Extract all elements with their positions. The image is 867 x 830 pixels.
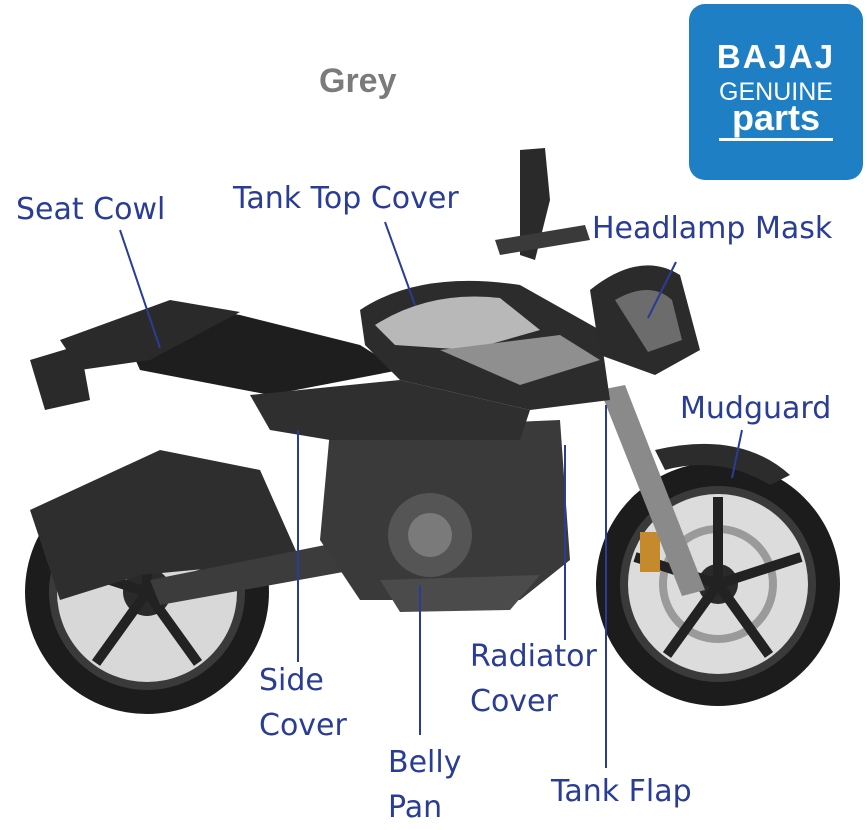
- label-side-cover-line2: Cover: [259, 708, 347, 743]
- color-title: Grey: [319, 62, 397, 100]
- side-panel: [250, 380, 530, 440]
- fuel-tank: [360, 280, 610, 410]
- rear-mudguard: [30, 450, 300, 600]
- label-radiator-cover-line2: Cover: [470, 684, 558, 719]
- label-side-cover-line1: Side: [259, 663, 324, 698]
- label-belly-pan-line1: Belly: [388, 745, 462, 780]
- seat-cowl-body: [60, 300, 240, 370]
- handlebar: [495, 225, 590, 255]
- leader-seat-cowl: [119, 229, 161, 349]
- mirror: [520, 148, 550, 260]
- label-tank-flap: Tank Flap: [551, 774, 692, 809]
- logo-brand-text: BAJAJ: [716, 38, 836, 75]
- front-mudguard: [655, 443, 790, 485]
- logo-parts-text: parts: [731, 97, 821, 138]
- label-belly-pan-line2: Pan: [388, 790, 443, 825]
- label-radiator-cover-line1: Radiator: [470, 639, 597, 674]
- label-mudguard: Mudguard: [680, 391, 832, 426]
- bajaj-genuine-parts-logo: BAJAJ GENUINE parts: [689, 4, 863, 180]
- leader-headlamp-mask: [647, 261, 677, 319]
- leader-tank-top-cover: [384, 221, 416, 306]
- logo-genuine-text: GENUINE: [719, 78, 833, 106]
- label-tank-top-cover: Tank Top Cover: [233, 181, 459, 216]
- front-fork: [600, 385, 705, 596]
- label-headlamp-mask: Headlamp Mask: [592, 211, 833, 246]
- headlamp-lens: [615, 290, 682, 352]
- label-seat-cowl: Seat Cowl: [16, 192, 166, 227]
- leader-mudguard: [731, 429, 743, 479]
- engine: [320, 420, 570, 612]
- logo-underline: [719, 138, 833, 141]
